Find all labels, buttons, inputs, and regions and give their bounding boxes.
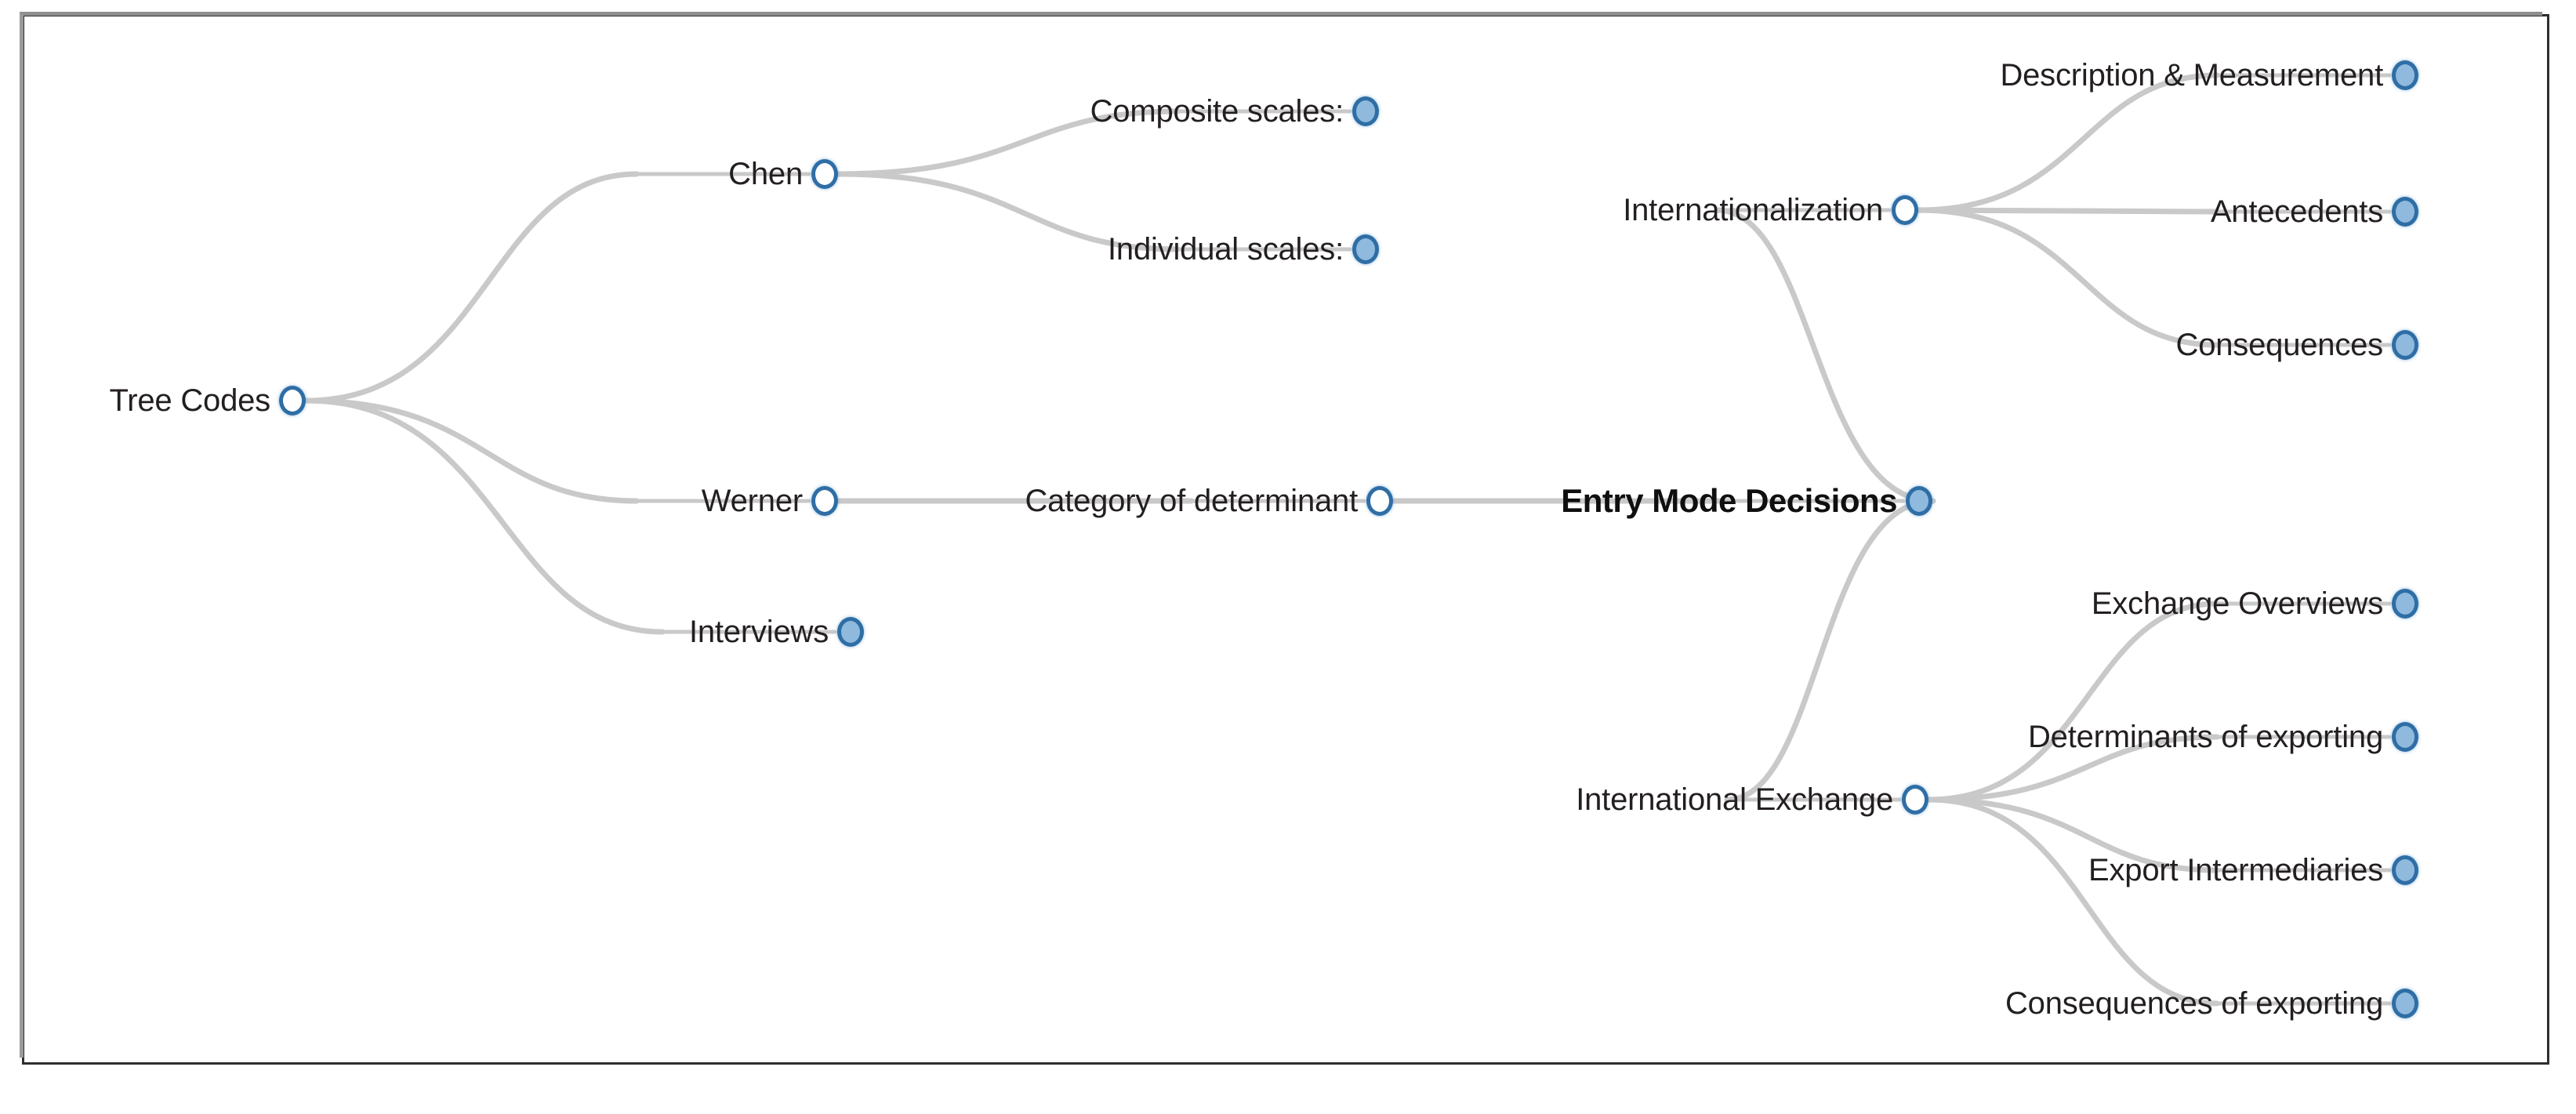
tree-edge xyxy=(836,108,1181,177)
node-label-internationalization[interactable]: Internationalization xyxy=(1623,193,1883,227)
node-label-werner[interactable]: Werner xyxy=(701,484,803,518)
node-dot-consequences-of-exporting[interactable] xyxy=(2392,989,2418,1018)
node-dot-tree-codes[interactable] xyxy=(279,386,306,415)
edge-group xyxy=(303,72,2392,1007)
node-dot-interviews[interactable] xyxy=(837,617,864,647)
tree-edge xyxy=(303,397,666,635)
tree-edge xyxy=(303,171,640,404)
node-dot-category-of-determinant[interactable] xyxy=(1366,486,1393,516)
node-dot-werner[interactable] xyxy=(811,486,838,516)
node-label-chen[interactable]: Chen xyxy=(728,157,803,191)
node-dot-chen[interactable] xyxy=(811,159,838,189)
node-dot-internationalization[interactable] xyxy=(1892,195,1918,225)
node-label-individual-scales[interactable]: Individual scales: xyxy=(1107,232,1344,267)
tree-edge xyxy=(1714,207,1936,504)
tree-edge xyxy=(1926,796,2220,873)
node-dot-determinants-of-exporting[interactable] xyxy=(2392,722,2418,752)
node-label-composite-scales[interactable]: Composite scales: xyxy=(1090,94,1344,129)
node-label-tree-codes[interactable]: Tree Codes xyxy=(109,383,270,418)
node-dot-exchange-overviews[interactable] xyxy=(2392,589,2418,619)
node-label-determinants-of-exporting[interactable]: Determinants of exporting xyxy=(2027,720,2383,754)
node-label-international-exchange[interactable]: International Exchange xyxy=(1576,782,1893,817)
node-label-interviews[interactable]: Interviews xyxy=(688,615,829,649)
tree-edge xyxy=(836,171,1181,252)
node-dot-composite-scales[interactable] xyxy=(1352,96,1379,126)
tree-edge xyxy=(1916,207,2220,348)
node-label-export-intermediaries[interactable]: Export Intermediaries xyxy=(2088,853,2383,887)
tree-edge xyxy=(1724,498,1936,803)
node-label-antecedents[interactable]: Antecedents xyxy=(2210,194,2383,229)
tree-edge xyxy=(1916,207,2220,215)
node-dot-description-measurement[interactable] xyxy=(2392,60,2418,90)
node-dot-entry-mode-decisions[interactable] xyxy=(1906,486,1932,516)
node-label-consequences-of-exporting[interactable]: Consequences of exporting xyxy=(2005,986,2383,1021)
tree-edge xyxy=(1926,796,2220,1007)
tree-edge xyxy=(1916,72,2220,213)
node-label-description-measurement[interactable]: Description & Measurement xyxy=(2000,58,2383,93)
node-dot-international-exchange[interactable] xyxy=(1902,785,1928,815)
node-label-entry-mode-decisions[interactable]: Entry Mode Decisions xyxy=(1561,482,1897,519)
tree-edge xyxy=(1926,601,2220,803)
node-label-exchange-overviews[interactable]: Exchange Overviews xyxy=(2091,586,2383,621)
node-label-consequences[interactable]: Consequences xyxy=(2175,328,2384,362)
tree-edge xyxy=(1926,734,2220,803)
tree-edge xyxy=(303,397,640,504)
node-dot-export-intermediaries[interactable] xyxy=(2392,855,2418,885)
node-label-category-of-determinant[interactable]: Category of determinant xyxy=(1025,484,1358,518)
node-dot-consequences[interactable] xyxy=(2392,330,2418,360)
figure-frame: Tree Codes Chen Composite scales: Individua… xyxy=(20,12,2549,1065)
node-dot-antecedents[interactable] xyxy=(2392,197,2418,227)
node-dot-individual-scales[interactable] xyxy=(1352,234,1379,264)
